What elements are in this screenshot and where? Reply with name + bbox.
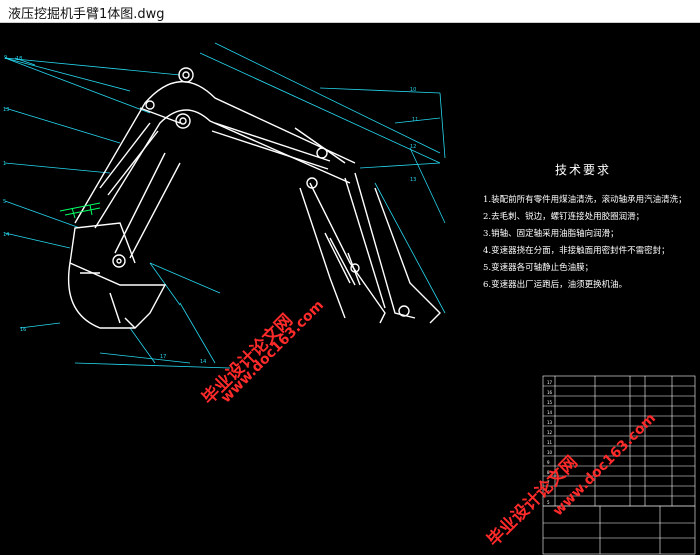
- svg-text:14: 14: [547, 410, 553, 415]
- svg-text:16: 16: [20, 327, 26, 333]
- tech-req-item: 5.变速器各可轴静止色油膜；: [483, 263, 594, 273]
- svg-text:14: 14: [200, 359, 206, 365]
- svg-text:13: 13: [547, 420, 553, 425]
- table-cells: 17 16 15 14 13 12 11 10 9 8 7 6 5: [547, 380, 553, 505]
- svg-text:12: 12: [547, 430, 553, 435]
- svg-text:5: 5: [547, 500, 550, 505]
- svg-text:13: 13: [3, 107, 9, 113]
- svg-text:7: 7: [547, 480, 550, 485]
- callout-labels: 18 9 13 1 5 14 10 11 12 13 14 17 16: [3, 55, 418, 365]
- svg-text:1: 1: [3, 161, 6, 167]
- window-titlebar: 液压挖掘机手臂1体图.dwg: [0, 0, 700, 23]
- tech-req-item: 2.去毛刺、锐边，螺钉连接处用胶圈润滑；: [483, 212, 645, 222]
- technical-requirements: 技术要求 1.装配前所有零件用煤油清洗，滚动轴承用汽油清洗； 2.去毛刺、锐边，…: [483, 161, 687, 294]
- cad-drawing: 18 9 13 1 5 14 10 11 12 13 14 17 16 1716…: [3, 42, 696, 555]
- svg-text:8: 8: [547, 470, 550, 475]
- svg-text:6: 6: [547, 490, 550, 495]
- svg-text:13: 13: [410, 177, 416, 183]
- svg-text:16: 16: [547, 390, 553, 395]
- svg-text:17: 17: [160, 354, 166, 360]
- svg-text:5: 5: [3, 199, 6, 205]
- svg-text:11: 11: [412, 117, 418, 123]
- svg-text:11: 11: [547, 440, 553, 445]
- svg-text:9: 9: [547, 460, 550, 465]
- tech-req-item: 1.装配前所有零件用煤油清洗，滚动轴承用汽油清洗；: [483, 195, 687, 205]
- tech-req-item: 6.变速器出厂运跑后，油须更换机油。: [483, 280, 628, 290]
- svg-text:10: 10: [547, 450, 553, 455]
- svg-text:15: 15: [547, 400, 553, 405]
- window-title: 液压挖掘机手臂1体图.dwg: [8, 7, 165, 22]
- svg-text:14: 14: [3, 232, 9, 238]
- arm-outline: [67, 67, 441, 329]
- svg-text:10: 10: [410, 87, 416, 93]
- accent-detail: [59, 202, 101, 219]
- tech-req-item: 3.销轴、固定轴采用油脂轴向润滑；: [483, 229, 619, 239]
- callout-label: 18: [16, 56, 22, 62]
- tech-req-item: 4.变速器挠在分面，非接触面用密封件不需密封；: [483, 246, 670, 256]
- svg-text:17: 17: [547, 380, 553, 385]
- svg-text:9: 9: [4, 55, 7, 61]
- parts-table: [542, 375, 696, 555]
- dimension-lines: [4, 42, 446, 369]
- svg-text:12: 12: [410, 144, 416, 150]
- tech-req-title: 技术要求: [554, 163, 611, 177]
